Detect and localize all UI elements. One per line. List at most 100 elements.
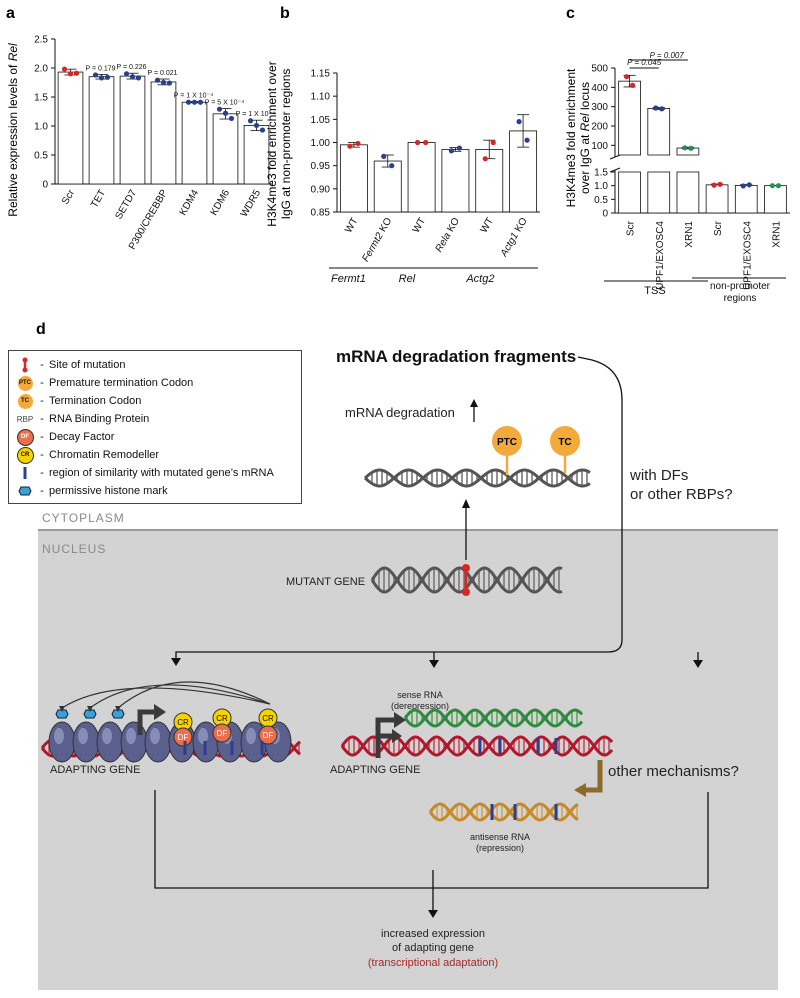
nucleus-label: NUCLEUS bbox=[42, 542, 106, 556]
chart-b-ytick-label: 0.85 bbox=[311, 208, 331, 219]
histone-mark-icon bbox=[55, 709, 69, 719]
cr-icon: CR bbox=[15, 446, 35, 464]
chart-a-point bbox=[197, 99, 204, 105]
chart-b-ytick-label: 1.00 bbox=[311, 138, 331, 149]
chart-a-point bbox=[222, 110, 229, 116]
legend-dash: - bbox=[40, 377, 44, 389]
tc-text: TC bbox=[558, 437, 571, 448]
legend-row: -Site of mutation bbox=[15, 357, 125, 373]
adapting-gene-dna-middle bbox=[340, 735, 614, 757]
chart-b-bar bbox=[407, 142, 436, 213]
chart-a-pvalue: P = 1 X 10⁻⁴ bbox=[174, 93, 213, 100]
site-of-mutation-icon bbox=[15, 357, 35, 373]
chart-c-break-mark bbox=[609, 167, 621, 173]
df-marker bbox=[258, 725, 278, 745]
chart-b-xtick-label: Actg1 KO bbox=[498, 216, 530, 260]
chart-c-bar-lower bbox=[676, 171, 700, 214]
promoter-arrowhead bbox=[154, 704, 166, 720]
chart-a-ytick-label: 2.5 bbox=[34, 35, 48, 46]
chart-b-xtick-label: WT bbox=[343, 216, 360, 235]
chart-a-xtick-label: KDM6 bbox=[209, 188, 233, 218]
chart-a-xtick-label: KDM4 bbox=[178, 188, 202, 218]
chart-b-bar bbox=[373, 160, 402, 213]
chart-a-point bbox=[98, 75, 105, 81]
nucleosome-highlight bbox=[150, 728, 160, 744]
chart-b-xtick-label: WT bbox=[479, 216, 496, 235]
sense-rna-strand bbox=[403, 708, 584, 728]
cr-text: CR bbox=[216, 714, 228, 723]
adapting-gene-left-label: ADAPTING GENE bbox=[50, 764, 140, 776]
antisense-rna-strand bbox=[428, 802, 579, 822]
arrowhead-mid bbox=[429, 660, 439, 668]
adapting-gene-mid-label: ADAPTING GENE bbox=[330, 764, 420, 776]
chart-a-bar bbox=[119, 75, 146, 185]
chart-c-ytick-label: 100 bbox=[591, 141, 608, 152]
legend-row: -permissive histone mark bbox=[15, 483, 168, 499]
chart-a-point bbox=[253, 122, 260, 129]
sense-rna-sub: (derepression) bbox=[391, 701, 449, 711]
legend-label: permissive histone mark bbox=[49, 485, 168, 497]
chart-a-ytick-label: 0 bbox=[42, 180, 48, 191]
histone-mark-icon bbox=[111, 709, 125, 719]
mutation-site-top bbox=[462, 564, 470, 572]
degradation-arrowhead bbox=[470, 399, 478, 407]
sense-promoter-arrowhead bbox=[394, 712, 406, 728]
chart-c-point bbox=[623, 74, 630, 80]
chart-b-group-label: Fermt1 bbox=[331, 273, 366, 285]
antisense-rna-label: antisense RNA bbox=[470, 832, 530, 842]
convergence-lines bbox=[154, 790, 709, 889]
chart-c-ytick-label: 0.5 bbox=[594, 195, 608, 206]
legend-row: PTC-Premature termination Codon bbox=[15, 375, 193, 391]
chart-b-ytick-label: 1.10 bbox=[311, 92, 331, 103]
chart-c-ytick-label: 1.5 bbox=[594, 168, 608, 179]
chart-c-ytick-label: 500 bbox=[591, 64, 608, 75]
legend-label: Decay Factor bbox=[49, 431, 115, 443]
histone-arc-head bbox=[87, 706, 93, 712]
sense-promoter-arrowhead-2 bbox=[392, 729, 402, 743]
chart-c-point bbox=[688, 145, 694, 151]
chart-b-point bbox=[524, 137, 530, 143]
sense-promoter-arrow-2 bbox=[375, 733, 394, 758]
legend-row: RBP-RNA Binding Protein bbox=[15, 411, 150, 427]
chart-c-bar-lower bbox=[618, 171, 641, 214]
mrna-fragments-title: mRNA degradation fragments bbox=[336, 347, 576, 366]
legend-dash: - bbox=[40, 449, 44, 461]
chart-a-point bbox=[259, 127, 266, 133]
mid-dna-strand bbox=[340, 735, 614, 757]
fragment-path-arrow bbox=[175, 356, 623, 660]
chart-b-ytick-label: 1.05 bbox=[311, 115, 331, 126]
arrowhead-right bbox=[693, 660, 703, 668]
legend-row: CR-Chromatin Remodeller bbox=[15, 446, 160, 464]
df-icon: DF bbox=[15, 428, 35, 446]
legend-dash: - bbox=[40, 467, 44, 479]
chart-a-point bbox=[154, 77, 161, 83]
chart-c-point bbox=[659, 106, 665, 112]
legend-label: Chromatin Remodeller bbox=[49, 449, 160, 461]
chart-b-ylabel-line2: IgG at non-promoter regions bbox=[279, 69, 293, 220]
mutation-site-bottom bbox=[462, 588, 470, 596]
chart-b-point bbox=[482, 156, 488, 162]
promoter-arrow bbox=[137, 709, 156, 735]
legend-label: Termination Codon bbox=[49, 395, 142, 407]
ptc-icon: PTC bbox=[15, 375, 35, 391]
chart-a-point bbox=[216, 106, 223, 112]
chart-c-point bbox=[717, 181, 723, 187]
chart-a-xtick-label: WDR5 bbox=[239, 188, 263, 219]
chart-b-ytick-label: 0.90 bbox=[311, 184, 331, 195]
chart-a-ytick-label: 2.0 bbox=[34, 64, 48, 75]
legend-label: Premature termination Codon bbox=[49, 377, 194, 389]
chart-c-xtick-label: XRN1 bbox=[684, 221, 695, 248]
df-text: DF bbox=[263, 731, 274, 740]
mrna-molecule bbox=[363, 468, 591, 488]
similarity-region-icon bbox=[15, 465, 35, 481]
histone-mark-icon bbox=[83, 709, 97, 719]
nucleosome-highlight bbox=[78, 728, 88, 744]
chart-c-pvalue: P = 0.007 bbox=[650, 51, 685, 60]
chart-a-point bbox=[191, 99, 198, 105]
other-mechanisms-label: other mechanisms? bbox=[608, 763, 739, 780]
ptc-marker bbox=[492, 426, 522, 456]
other-rbps-label: or other RBPs? bbox=[630, 486, 733, 503]
